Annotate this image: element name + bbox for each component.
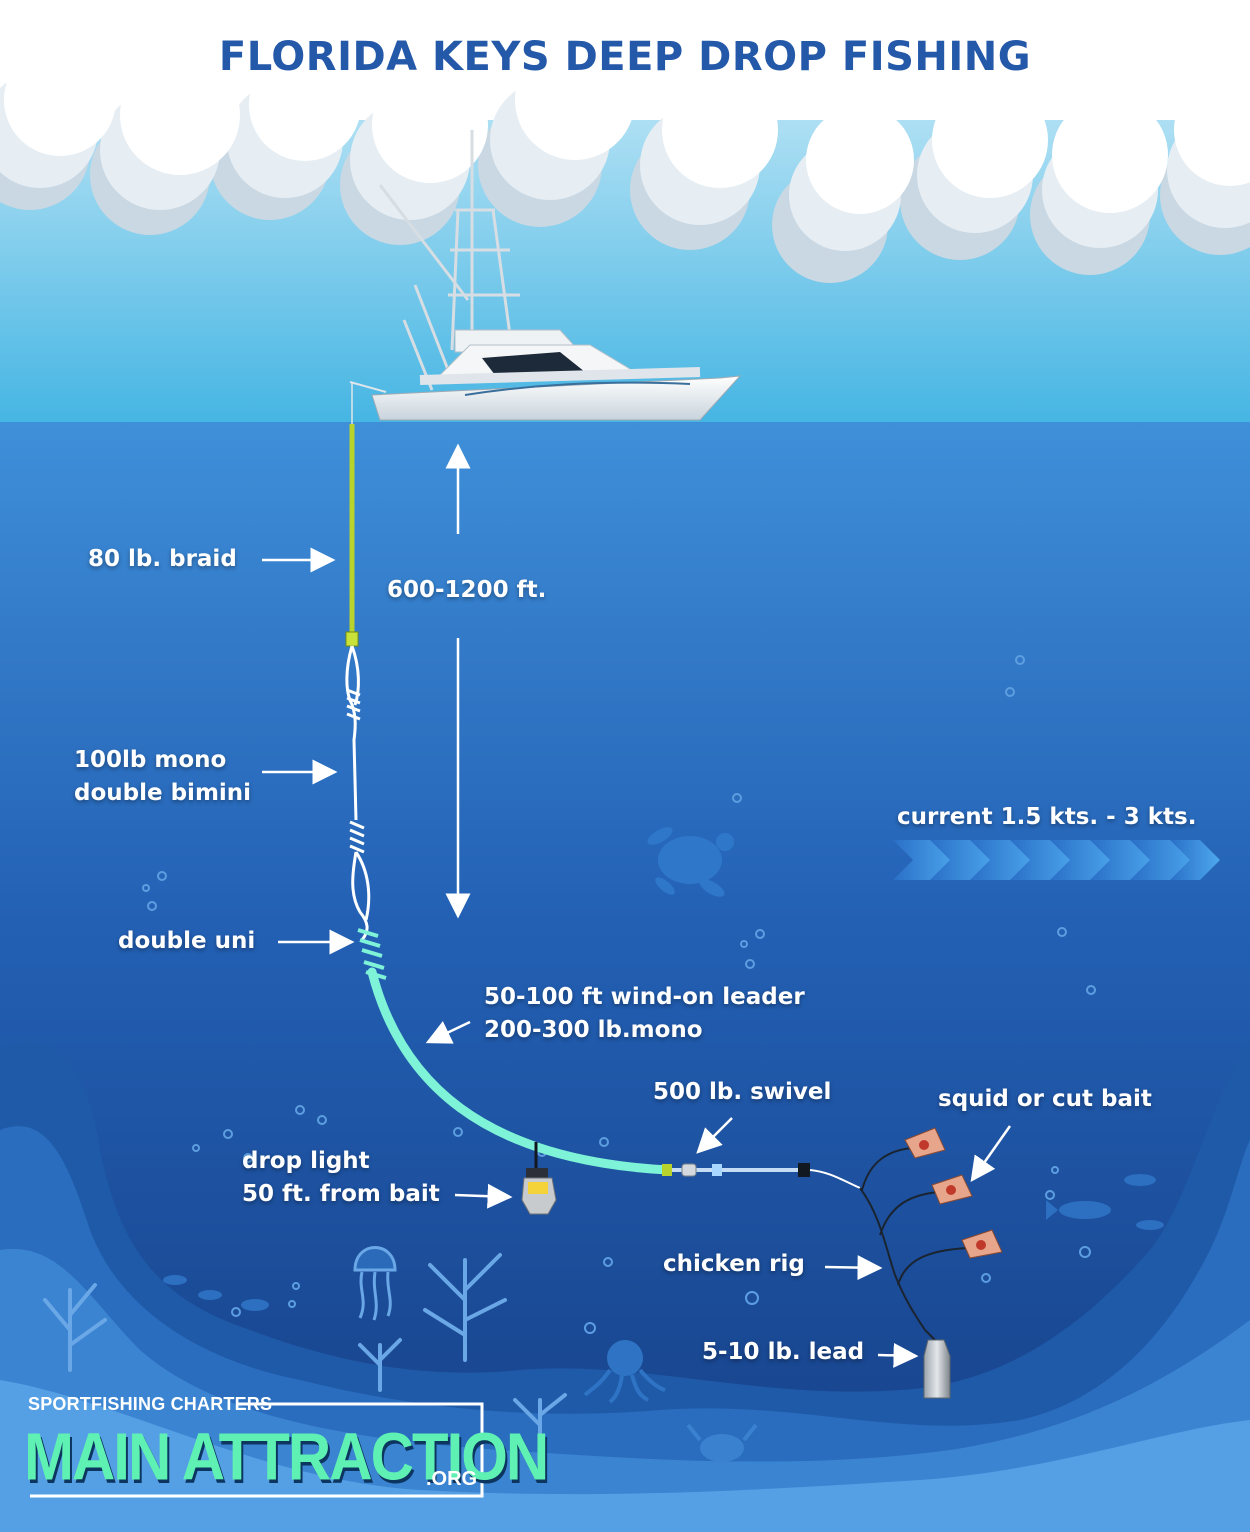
label-drop-light-line1: drop light (242, 1148, 370, 1174)
label-swivel: 500 lb. swivel (653, 1079, 832, 1105)
page-title: FLORIDA KEYS DEEP DROP FISHING (218, 34, 1032, 80)
swivel-arrow (696, 1117, 733, 1154)
label-leader: 50-100 ft wind-on leader 200-300 lb.mono (484, 981, 805, 1047)
bait-arrow (970, 1125, 1012, 1183)
octopus-decoration (583, 1340, 666, 1404)
coral-decoration (43, 1253, 567, 1462)
turtle-decoration (647, 827, 734, 897)
label-mono: 100lb mono double bimini (74, 744, 251, 810)
fishing-line (345, 424, 861, 1189)
label-drop-light: drop light 50 ft. from bait (242, 1145, 440, 1211)
current-chevrons (893, 840, 1220, 880)
light-arrow (454, 1183, 513, 1209)
label-bait: squid or cut bait (938, 1086, 1152, 1112)
swivel-sleeve (712, 1164, 722, 1176)
fish-school-decoration (163, 1174, 1164, 1311)
label-chicken-rig: chicken rig (663, 1251, 805, 1277)
label-current: current 1.5 kts. - 3 kts. (897, 804, 1197, 830)
leader-arrow (425, 1020, 471, 1044)
bubbles (142, 655, 1096, 1334)
brand-tagline: SPORTFISHING CHARTERS (28, 1394, 273, 1414)
logo-frame (30, 1402, 484, 1498)
bimini-wraps (346, 688, 365, 854)
lead-weight (923, 1329, 951, 1399)
snap (798, 1163, 810, 1177)
brand-logo-text: MAIN ATTRACTION (24, 1419, 549, 1495)
lead-arrow (877, 1342, 919, 1368)
clouds (0, 0, 1250, 283)
label-braid: 80 lb. braid (88, 546, 237, 572)
sportfishing-boat (349, 130, 742, 424)
brand-suffix: .ORG (426, 1468, 478, 1490)
label-leader-line2: 200-300 lb.mono (484, 1017, 703, 1043)
wind-on-leader (367, 967, 673, 1175)
uni-knot (357, 928, 387, 980)
baits (904, 1127, 1003, 1259)
annotation-arrows (262, 443, 1012, 1368)
leader-connector (662, 1164, 672, 1176)
swivel (681, 1163, 697, 1177)
crab-decoration (686, 1423, 758, 1462)
label-mono-line1: 100lb mono (74, 747, 227, 773)
braid-knot (345, 631, 359, 647)
jellyfish-decoration (353, 1246, 397, 1321)
chicken-arrow (824, 1255, 883, 1281)
label-drop-light-line2: 50 ft. from bait (242, 1181, 440, 1207)
chicken-rig (859, 1147, 969, 1331)
label-mono-line2: double bimini (74, 780, 252, 806)
label-lead: 5-10 lb. lead (702, 1339, 865, 1365)
label-uni: double uni (118, 928, 256, 954)
label-depth: 600-1200 ft. (387, 577, 547, 603)
label-leader-line1: 50-100 ft wind-on leader (484, 984, 805, 1010)
drop-light (521, 1142, 557, 1215)
seafloor (0, 1040, 1250, 1532)
